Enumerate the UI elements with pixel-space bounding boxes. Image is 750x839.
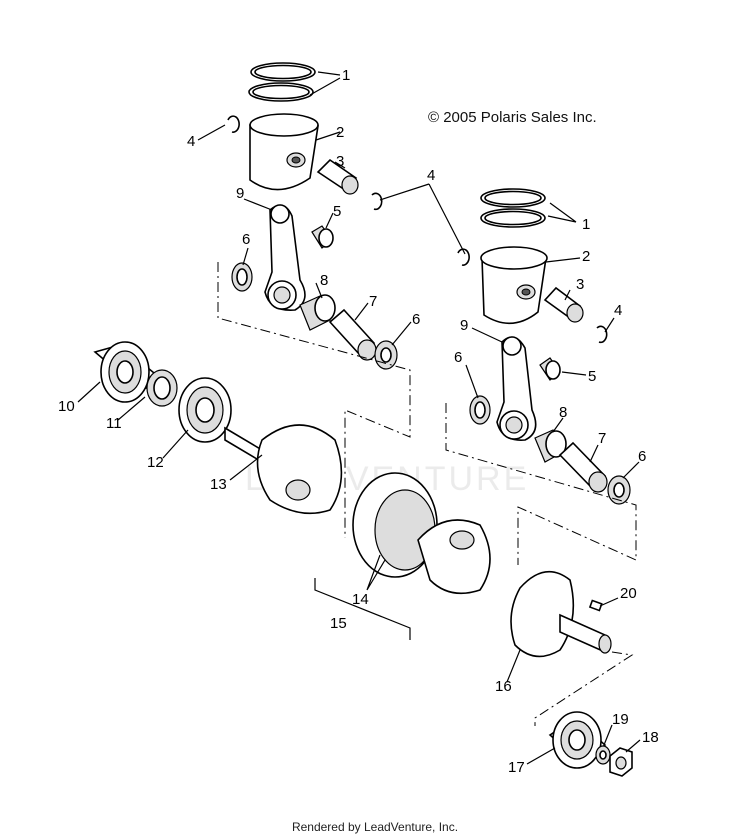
thrust-washer-left-b[interactable] — [374, 340, 398, 370]
copyright-notice: © 2005 Polaris Sales Inc. — [428, 109, 597, 126]
callout-18: 18 — [642, 729, 659, 746]
callout-14: 14 — [352, 591, 369, 608]
crankshaft-half-right[interactable] — [510, 570, 612, 658]
main-bearing-right[interactable] — [548, 711, 607, 769]
needle-bearing-big-right[interactable] — [534, 429, 567, 463]
main-bearing-left-inner[interactable] — [178, 377, 232, 443]
callout-4-right: 4 — [614, 302, 622, 319]
callout-13: 13 — [210, 476, 227, 493]
assembly-bracket-15 — [314, 578, 411, 640]
needle-bearing-small-left[interactable] — [311, 225, 334, 249]
callout-4-top: 4 — [427, 167, 435, 184]
crank-pin-left[interactable] — [328, 308, 377, 361]
crank-pin-right[interactable] — [558, 441, 608, 493]
circlip-left-a[interactable] — [227, 115, 240, 133]
thrust-washer-right-b[interactable] — [607, 475, 631, 505]
callout-7-left: 7 — [369, 293, 377, 310]
piston-pin-left[interactable] — [316, 158, 359, 195]
callout-6-right-a: 6 — [454, 349, 462, 366]
piston-pin-right[interactable] — [543, 286, 584, 323]
callout-6-left-a: 6 — [242, 231, 250, 248]
callout-10: 10 — [58, 398, 75, 415]
piston-right[interactable] — [480, 246, 548, 325]
callout-6-right-b: 6 — [638, 448, 646, 465]
callout-20: 20 — [620, 585, 637, 602]
crankshaft-nut[interactable] — [609, 747, 633, 777]
callout-8-left: 8 — [320, 272, 328, 289]
callout-16: 16 — [495, 678, 512, 695]
callout-11: 11 — [106, 415, 122, 432]
spacer-ring-left[interactable] — [146, 369, 178, 407]
callout-4-left: 4 — [187, 133, 195, 150]
piston-left[interactable] — [249, 113, 319, 191]
piston-rings-right[interactable] — [480, 188, 546, 228]
woodruff-key[interactable] — [588, 599, 603, 612]
callout-12: 12 — [147, 454, 164, 471]
callout-3-right: 3 — [576, 276, 584, 293]
callout-5-right: 5 — [588, 368, 596, 385]
callout-9-right: 9 — [460, 317, 468, 334]
circlip-right-a[interactable] — [457, 248, 470, 266]
washer-19[interactable] — [595, 745, 611, 765]
thrust-washer-left-a[interactable] — [231, 262, 253, 292]
crankshaft-half-left[interactable] — [224, 424, 343, 515]
callout-7-right: 7 — [598, 430, 606, 447]
callout-1-right: 1 — [582, 216, 590, 233]
connecting-rod-right[interactable] — [496, 336, 537, 441]
circlip-left-b[interactable] — [371, 192, 383, 211]
callout-9-left: 9 — [236, 185, 244, 202]
callout-2-right: 2 — [582, 248, 590, 265]
thrust-washer-right-a[interactable] — [469, 395, 491, 425]
needle-bearing-big-left[interactable] — [299, 294, 336, 331]
crankshaft-center-section[interactable] — [352, 472, 491, 595]
footer-credit: Rendered by LeadVenture, Inc. — [291, 820, 459, 834]
callout-8-right: 8 — [559, 404, 567, 421]
needle-bearing-small-right[interactable] — [539, 357, 561, 381]
callout-19: 19 — [612, 711, 629, 728]
callout-2-left: 2 — [336, 124, 344, 141]
callout-15: 15 — [330, 615, 347, 632]
callout-3-left: 3 — [336, 153, 344, 170]
callout-6-left-b: 6 — [412, 311, 420, 328]
piston-rings-left[interactable] — [248, 62, 316, 102]
circlip-right-b[interactable] — [596, 325, 608, 344]
connecting-rod-left[interactable] — [264, 204, 306, 311]
callout-17: 17 — [508, 759, 525, 776]
callout-5-left: 5 — [333, 203, 341, 220]
callout-1-left: 1 — [342, 67, 350, 84]
